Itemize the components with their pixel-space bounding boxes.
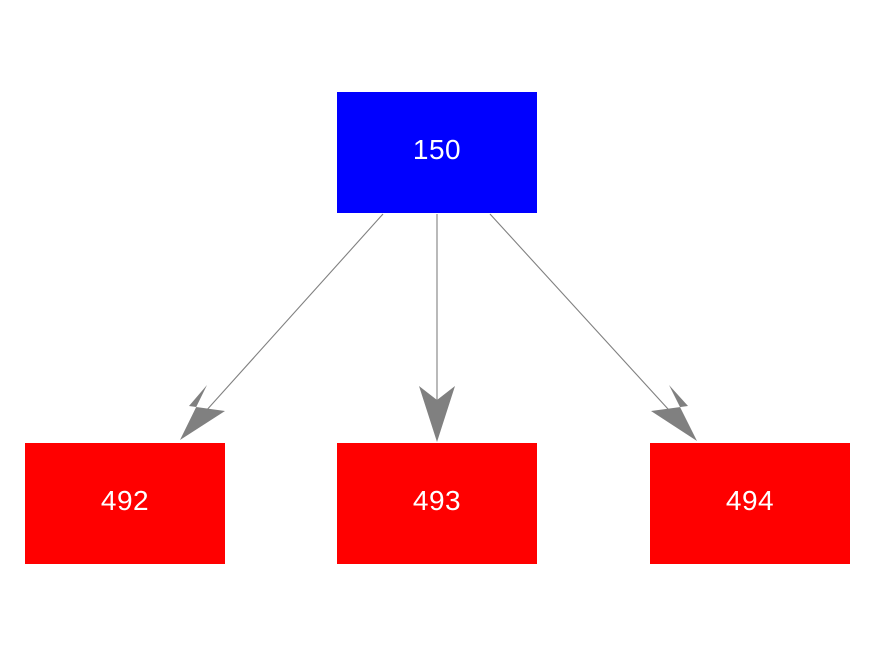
node-child-492[interactable]: 492 xyxy=(25,443,225,564)
edge-150-494 xyxy=(489,213,697,441)
node-label: 492 xyxy=(100,484,150,516)
node-label: 494 xyxy=(725,484,775,516)
edge-line-150-492 xyxy=(186,213,384,433)
node-child-493[interactable]: 493 xyxy=(337,443,537,564)
arrowhead-150-492 xyxy=(180,385,225,440)
arrowhead-150-494 xyxy=(651,385,697,441)
arrowhead-150-493 xyxy=(419,386,455,442)
node-label: 493 xyxy=(412,484,462,516)
node-label: 150 xyxy=(412,133,462,165)
edge-line-150-494 xyxy=(489,213,690,433)
edge-150-492 xyxy=(180,213,384,440)
node-root-150[interactable]: 150 xyxy=(337,92,537,213)
edge-150-493 xyxy=(419,214,455,442)
node-child-494[interactable]: 494 xyxy=(650,443,850,564)
